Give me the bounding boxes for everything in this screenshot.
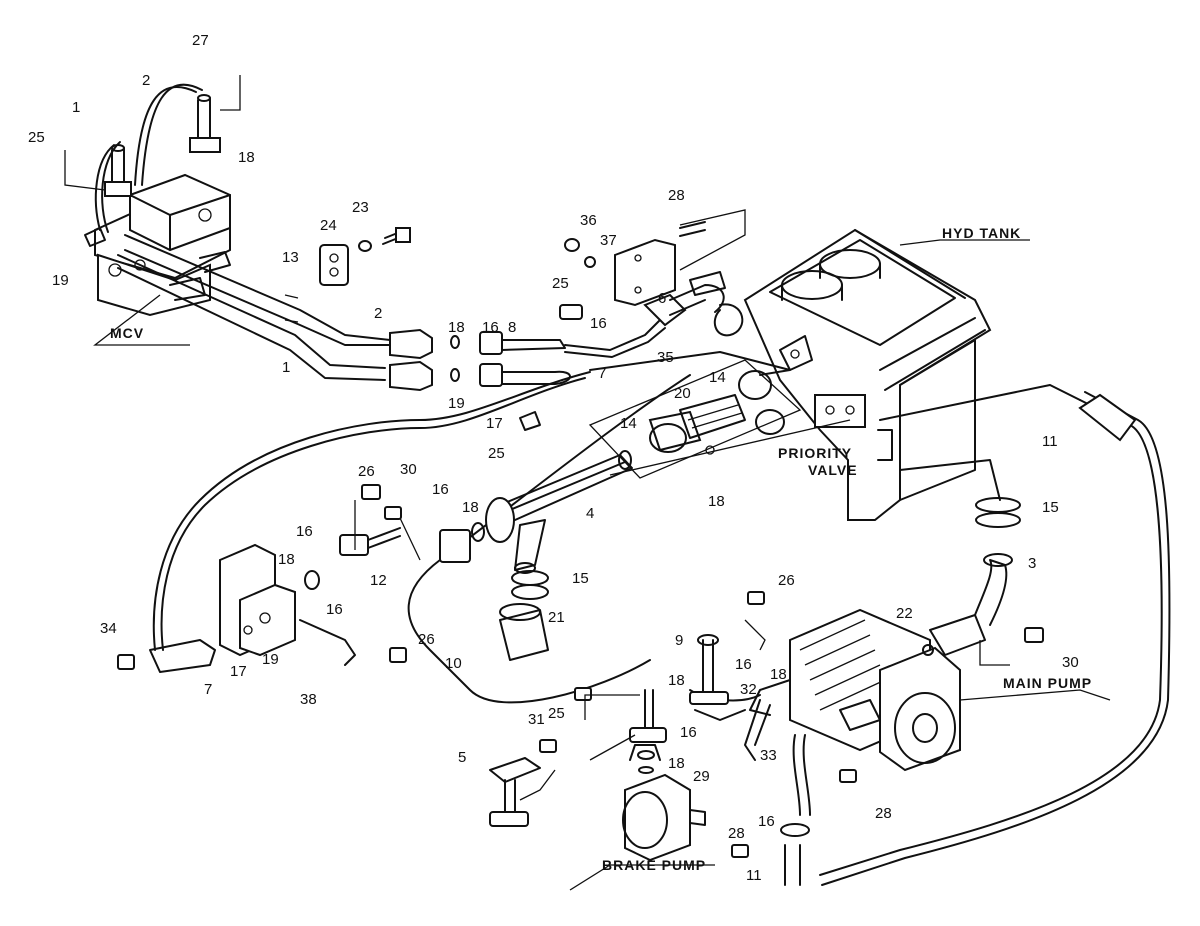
callout-c25b: 25 xyxy=(552,275,569,292)
callout-c18d: 18 xyxy=(462,499,479,516)
callout-c34: 34 xyxy=(100,620,117,637)
fittings-center xyxy=(389,304,666,431)
callout-c25c: 25 xyxy=(488,445,505,462)
pipes-1-2 xyxy=(94,83,391,381)
callout-c18c: 18 xyxy=(708,493,725,510)
callout-c16b: 16 xyxy=(590,315,607,332)
callout-c16c: 16 xyxy=(432,481,449,498)
callout-c7b: 7 xyxy=(204,681,212,698)
callout-c38: 38 xyxy=(300,691,317,708)
callout-c35: 35 xyxy=(657,349,674,366)
callout-c18a: 18 xyxy=(238,149,255,166)
callout-c16e: 16 xyxy=(326,601,343,618)
label-brake-pump: BRAKE PUMP xyxy=(602,857,706,873)
callout-c26c: 26 xyxy=(778,572,795,589)
callout-c37: 37 xyxy=(600,232,617,249)
component-labels: MCV HYD TANK PRIORITY VALVE MAIN PUMP BR… xyxy=(110,225,1092,873)
callout-c28a: 28 xyxy=(668,187,685,204)
callout-c18b: 18 xyxy=(448,319,465,336)
filter-assembly xyxy=(588,359,802,479)
callout-c28c: 28 xyxy=(875,805,892,822)
callout-c1a: 1 xyxy=(72,99,80,116)
callout-c23: 23 xyxy=(352,199,369,216)
clamp-13 xyxy=(319,227,411,286)
callout-c14a: 14 xyxy=(620,415,637,432)
callout-c4: 4 xyxy=(586,505,594,522)
callout-c16a: 16 xyxy=(482,319,499,336)
callout-c18h: 18 xyxy=(668,755,685,772)
callout-c17b: 17 xyxy=(230,663,247,680)
leader-lines xyxy=(64,75,1111,891)
callout-c16f: 16 xyxy=(735,656,752,673)
callout-c6: 6 xyxy=(658,290,666,307)
plate-elbow xyxy=(564,221,744,337)
main-pump xyxy=(689,497,1044,886)
callout-c26a: 26 xyxy=(358,463,375,480)
callout-c18e: 18 xyxy=(278,551,295,568)
callout-c32: 32 xyxy=(740,681,757,698)
callout-c17a: 17 xyxy=(486,415,503,432)
callout-c29: 29 xyxy=(693,768,710,785)
callout-c16d: 16 xyxy=(296,523,313,540)
callout-c19b: 19 xyxy=(448,395,465,412)
callout-c30a: 30 xyxy=(400,461,417,478)
callout-c25a: 25 xyxy=(28,129,45,146)
callout-c31: 31 xyxy=(528,711,545,728)
callout-c13: 13 xyxy=(282,249,299,266)
label-priority-valve-1: PRIORITY xyxy=(778,445,852,461)
label-priority-valve-2: VALVE xyxy=(808,462,858,478)
callout-c18f: 18 xyxy=(668,672,685,689)
callout-c36: 36 xyxy=(580,212,597,229)
callout-c3: 3 xyxy=(1028,555,1036,572)
sleeve-15-21 xyxy=(499,570,549,661)
callout-c14b: 14 xyxy=(709,369,726,386)
callout-c15a: 15 xyxy=(1042,499,1059,516)
label-mcv: MCV xyxy=(110,325,144,341)
hose-7-10 xyxy=(152,351,791,704)
callout-c19c: 19 xyxy=(262,651,279,668)
callout-c9: 9 xyxy=(675,632,683,649)
callout-c1b: 1 xyxy=(282,359,290,376)
callout-c28b: 28 xyxy=(728,825,745,842)
callout-c33: 33 xyxy=(760,747,777,764)
callout-c16h: 16 xyxy=(758,813,775,830)
callout-c19a: 19 xyxy=(52,272,69,289)
callout-c21: 21 xyxy=(548,609,565,626)
callout-c22: 22 xyxy=(896,605,913,622)
hyd-tank xyxy=(743,228,992,521)
callout-c11b: 11 xyxy=(746,867,762,884)
brake-pump xyxy=(489,687,706,862)
hose-11 xyxy=(819,384,1171,886)
callout-c26b: 26 xyxy=(418,631,435,648)
callout-c8: 8 xyxy=(508,319,516,336)
block-38 xyxy=(117,484,407,673)
callout-c15b: 15 xyxy=(572,570,589,587)
callout-c25d: 25 xyxy=(548,705,565,722)
callout-c10: 10 xyxy=(445,655,462,672)
callout-c27: 27 xyxy=(192,32,209,49)
callout-c18g: 18 xyxy=(770,666,787,683)
callout-c12: 12 xyxy=(370,572,387,589)
label-main-pump: MAIN PUMP xyxy=(1003,675,1092,691)
callout-c7a: 7 xyxy=(598,365,606,382)
tube-4 xyxy=(439,450,633,574)
callout-c2b: 2 xyxy=(374,305,382,322)
label-hyd-tank: HYD TANK xyxy=(942,225,1021,241)
mcv-valve xyxy=(84,94,231,317)
callout-c11a: 11 xyxy=(1042,433,1058,450)
callout-c5: 5 xyxy=(458,749,466,766)
callout-c20: 20 xyxy=(674,385,691,402)
callout-c16g: 16 xyxy=(680,724,697,741)
callout-c2a: 2 xyxy=(142,72,150,89)
callout-c30b: 30 xyxy=(1062,654,1079,671)
callout-c24: 24 xyxy=(320,217,337,234)
